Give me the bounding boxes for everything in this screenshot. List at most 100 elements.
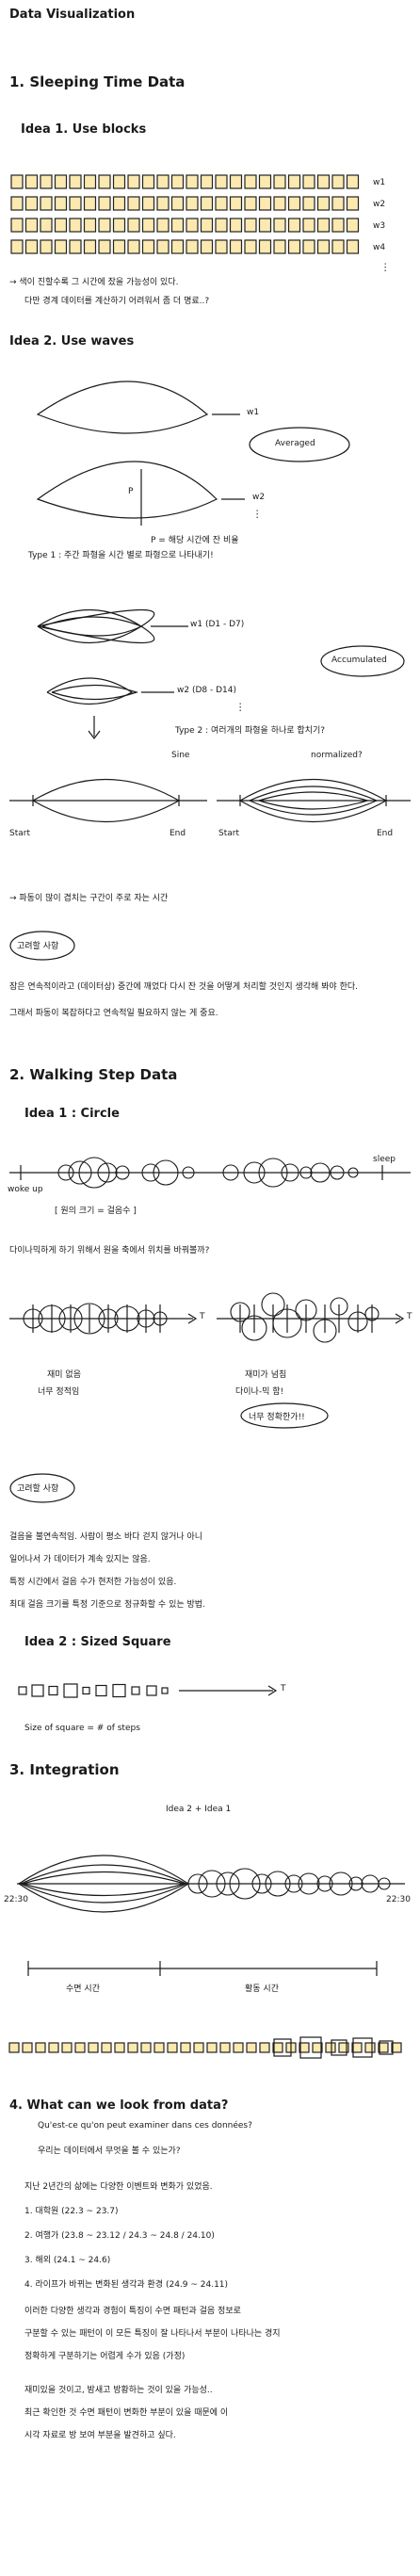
- strip-step-square: [273, 2038, 292, 2057]
- consider-heading-1: 고려할 사항: [17, 942, 59, 951]
- static-step-circle: [73, 1303, 105, 1335]
- woke-up-label: woke up: [8, 1185, 43, 1194]
- analysis-line-5: 최근 확인한 것 수면 패턴이 변화한 부분이 있을 때문에 이: [24, 2408, 229, 2418]
- sleep-block: [215, 218, 228, 233]
- integration-step-circle: [316, 1875, 333, 1892]
- sine-end-label: End: [170, 829, 186, 838]
- sleep-block: [302, 239, 315, 254]
- walk-consider-4: 최대 걸음 크기를 특정 기준으로 정규화할 수 있는 방법.: [9, 1600, 205, 1610]
- section-1-heading: 1. Sleeping Time Data: [9, 73, 186, 90]
- strip-block: [180, 2042, 191, 2053]
- sleep-block: [69, 174, 82, 189]
- integration-time-end: 22:30: [386, 1895, 411, 1904]
- strip-step-square: [299, 2036, 322, 2059]
- integration-step-circle: [265, 1871, 291, 1897]
- sleep-block: [83, 174, 97, 189]
- sleep-block: [346, 174, 360, 189]
- step-circle: [222, 1164, 239, 1181]
- normalized-label: normalized?: [311, 751, 363, 760]
- step-circle: [310, 1162, 331, 1183]
- sleep-block: [258, 218, 272, 233]
- sleep-block: [316, 196, 331, 211]
- sleep-block: [69, 218, 82, 233]
- dynamic-t-axis: T: [407, 1312, 412, 1321]
- sleep-block: [273, 174, 286, 189]
- strip-block: [259, 2042, 270, 2053]
- analysis-line-3: 정확하게 구분하기는 어렵게 수가 있음 (가정): [24, 2352, 186, 2361]
- sleep-block: [229, 174, 243, 189]
- sleep-block: [141, 174, 155, 189]
- sleep-block: [258, 239, 272, 254]
- sleep-block: [98, 174, 111, 189]
- p-marker: P: [128, 487, 134, 496]
- sleep-block: [258, 174, 272, 189]
- normalized-end-label: End: [377, 829, 394, 838]
- sleep-block: [331, 239, 345, 254]
- sleep-block: [10, 174, 24, 189]
- sleep-block: [316, 218, 331, 233]
- section-4-heading: 4. What can we look from data?: [9, 2098, 229, 2113]
- step-square: [18, 1686, 27, 1695]
- sleep-block: [98, 239, 111, 254]
- type-1-note: Type 1 : 주간 파형을 시간 별로 파형으로 나타내기!: [28, 551, 214, 560]
- step-square: [131, 1686, 140, 1695]
- wave-more-dots: ⋮: [252, 509, 263, 520]
- idea-2-label: Idea 2. Use waves: [9, 334, 135, 348]
- step-square: [31, 1684, 44, 1697]
- strip-block: [193, 2042, 204, 2053]
- step-circle: [258, 1158, 288, 1188]
- block-grid: [10, 174, 360, 254]
- sleep-block: [24, 196, 39, 211]
- step-square: [146, 1685, 157, 1696]
- integration-step-circle: [348, 1876, 363, 1891]
- sleep-block: [10, 239, 24, 254]
- sleep-block: [200, 218, 214, 233]
- sleep-block: [40, 239, 53, 254]
- page-title: Data Visualization: [9, 8, 136, 22]
- step-circle: [78, 1157, 110, 1189]
- step-square: [63, 1683, 78, 1698]
- step-square: [95, 1684, 107, 1697]
- integration-step-circle: [378, 1877, 391, 1890]
- sleep-block: [156, 196, 170, 211]
- life-event-1: 1. 대학원 (22.3 ~ 23.7): [24, 2207, 119, 2216]
- sleep-block: [170, 174, 185, 189]
- wave-range-w2: w2 (D8 - D14): [177, 686, 236, 695]
- sleep-block: [186, 218, 199, 233]
- sleep-block: [112, 239, 126, 254]
- sleep-block: [186, 239, 199, 254]
- strip-block: [219, 2042, 231, 2053]
- idea-1-label: Idea 1. Use blocks: [21, 122, 147, 137]
- step-square: [161, 1687, 169, 1694]
- step-circle: [115, 1165, 130, 1180]
- circle-size-note: [ 원의 크기 = 걸음수 ]: [55, 1207, 137, 1216]
- sleep-block: [316, 174, 331, 189]
- sleep-block: [127, 174, 140, 189]
- more-weeks-dots: ⋮: [380, 262, 391, 273]
- sleep-block: [170, 196, 185, 211]
- dynamic-caption-2: 다이나-믹 함!: [235, 1387, 284, 1397]
- sleep-block: [287, 196, 301, 211]
- sleep-block: [244, 218, 257, 233]
- accumulated-tag: Accumulated: [331, 656, 387, 665]
- sine-label: Sine: [171, 751, 190, 760]
- sleep-block: [127, 218, 140, 233]
- strip-block: [74, 2042, 86, 2053]
- integration-step-circle: [187, 1873, 208, 1894]
- sleep-block: [170, 239, 185, 254]
- strip-block: [391, 2042, 402, 2053]
- sleep-block: [302, 196, 315, 211]
- sleep-block: [40, 218, 53, 233]
- sleep-block: [156, 239, 170, 254]
- static-caption-2: 너무 정적임: [38, 1387, 80, 1397]
- static-t-axis: T: [200, 1312, 205, 1321]
- sleep-block: [244, 239, 257, 254]
- sleep-block: [244, 196, 257, 211]
- consider-heading-2: 고려할 사항: [17, 1484, 59, 1494]
- week-label-w3: w3: [373, 221, 386, 231]
- integration-step-circle: [229, 1868, 261, 1900]
- sleep-label: sleep: [373, 1155, 396, 1164]
- sleep-block: [229, 239, 243, 254]
- strip-block: [167, 2042, 178, 2053]
- sleep-block: [98, 196, 111, 211]
